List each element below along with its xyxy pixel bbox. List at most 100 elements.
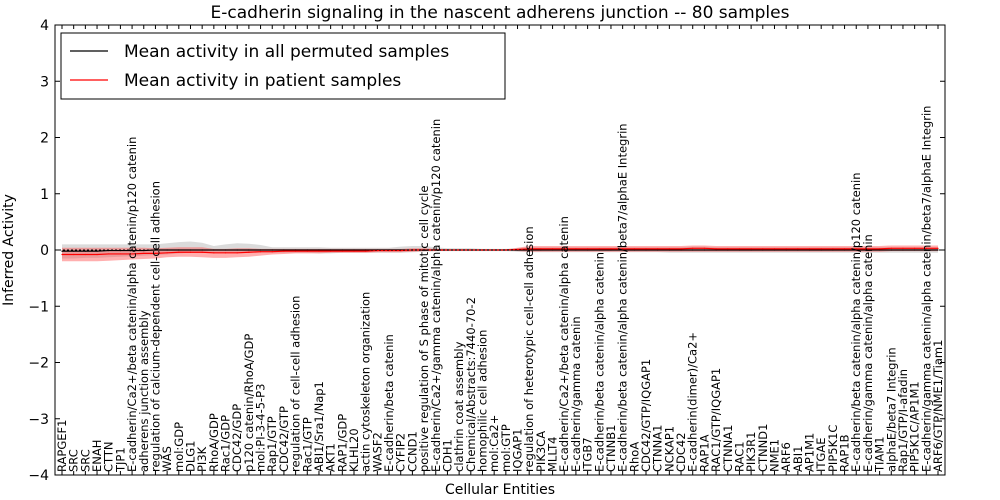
series-0-point	[668, 249, 670, 251]
series-1-point	[61, 253, 63, 256]
series-1-point	[797, 248, 799, 250]
series-1-point	[692, 247, 694, 249]
x-tick-label: regulation of cell-cell adhesion	[289, 296, 303, 472]
series-1-point	[365, 250, 367, 252]
x-tick-label: regulation of heterotypic cell-cell adhe…	[522, 226, 536, 472]
x-tick-label: E-cadherin/gamma catenin/alpha catenin/b…	[919, 106, 933, 472]
series-0-point	[808, 249, 811, 251]
x-tick-label: E-cadherin(dimer)/Ca2+	[686, 332, 700, 472]
series-0-point	[937, 249, 939, 251]
series-1-point	[715, 248, 717, 250]
series-1-point	[131, 253, 133, 255]
x-tick-label: Rap1/GTP/I-afadin	[896, 369, 910, 472]
x-tick-label: WASF2	[370, 432, 384, 472]
series-0-point	[61, 250, 63, 252]
series-1-point	[528, 248, 530, 250]
series-1-point	[668, 248, 670, 250]
series-0-point	[785, 249, 787, 251]
series-1-point	[633, 248, 635, 250]
chart-title: E-cadherin signaling in the nascent adhe…	[211, 3, 790, 23]
series-0-point	[657, 249, 659, 251]
x-tick-label: PIK3R1	[744, 432, 758, 473]
x-tick-label: E-cadherin/Ca2+/beta catenin/alpha caten…	[557, 216, 571, 472]
x-tick-label: RAC1	[732, 441, 746, 472]
x-tick-label: SRC	[78, 449, 92, 472]
series-1-point	[166, 252, 168, 254]
x-tick-label: alphaE/beta7 Integrin	[884, 347, 898, 472]
series-0-point	[797, 249, 799, 251]
series-1-point	[925, 247, 927, 249]
x-tick-label: E-cadherin/beta catenin/alpha catenin	[592, 252, 606, 472]
x-tick-label: homophilic cell adhesion	[475, 330, 489, 472]
x-tick-label: CDC42/GTP	[277, 406, 291, 472]
x-tick-label: Chemical/Abstracts:7440-70-2	[464, 297, 478, 472]
series-1-point	[96, 253, 98, 256]
series-0-point	[773, 249, 776, 251]
series-1-point	[855, 248, 857, 250]
x-tick-label: Rac1/GTP	[300, 417, 314, 472]
series-1-point	[575, 248, 577, 250]
series-1-point	[341, 250, 343, 252]
series-1-point	[820, 248, 822, 250]
x-tick-label: RAPGEF1	[55, 420, 69, 472]
series-1-point	[703, 247, 706, 249]
series-0-point	[341, 249, 343, 251]
x-tick-label: PIP5K1C/AP1M1	[908, 381, 922, 472]
x-tick-label: CDC42/GTP/IQGAP1	[639, 359, 653, 472]
x-tick-label: WAS	[160, 446, 174, 472]
x-tick-label: TJP1	[113, 447, 127, 473]
series-1-point	[213, 252, 215, 254]
x-tick-label: regulation of calcium-dependent cell-cel…	[148, 181, 162, 472]
x-tick-label: PIP5K1C	[826, 425, 840, 472]
series-1-point	[785, 248, 787, 250]
series-1-point	[750, 248, 752, 250]
series-1-point	[622, 248, 624, 250]
x-tick-label: Rap1/GTP	[265, 416, 279, 472]
y-tick-label: −1	[28, 299, 49, 315]
series-0-point	[353, 249, 355, 251]
x-tick-label: E-cadherin/Ca2+/gamma catenin/alpha cate…	[429, 119, 443, 472]
y-tick-label: −3	[28, 412, 49, 428]
series-1-point	[738, 248, 741, 250]
series-1-point	[902, 247, 904, 249]
x-tick-label: NCKAP1	[662, 426, 676, 472]
x-tick-label: RAP1/GDP	[335, 414, 349, 472]
x-tick-label: E-cadherin/Ca2+/beta catenin/alpha caten…	[125, 137, 139, 472]
x-tick-label: TIAM1	[873, 436, 887, 473]
series-1-point	[551, 248, 554, 250]
x-tick-label: clathrin coat assembly	[452, 341, 466, 472]
x-tick-label: CTNND1	[756, 424, 770, 472]
x-tick-label: PI3K	[195, 446, 209, 472]
x-tick-label: E-cadherin/gamma catenin/alpha catenin	[861, 234, 875, 472]
x-tick-label: CTNNA1	[651, 425, 665, 472]
x-tick-label: ITGAE	[814, 438, 828, 472]
x-tick-label: E-cadherin/beta catenin	[382, 334, 396, 472]
series-0-point	[330, 249, 332, 251]
y-tick-label: 0	[40, 243, 49, 259]
y-axis-label: Inferred Activity	[1, 194, 17, 306]
series-1-point	[773, 248, 776, 250]
x-tick-label: Rac1/GDP	[219, 415, 233, 472]
series-1-point	[119, 253, 121, 255]
series-0-point	[189, 249, 192, 251]
series-1-point	[353, 250, 355, 252]
x-tick-label: ITGB7	[581, 437, 595, 472]
x-tick-label: actin cytoskeleton organization	[359, 292, 373, 472]
series-1-point	[376, 249, 378, 252]
series-1-point	[832, 248, 834, 250]
x-tick-label: AKT1	[324, 443, 338, 472]
series-1-point	[808, 248, 811, 250]
x-tick-label: AP1M1	[803, 433, 817, 472]
series-1-point	[295, 250, 297, 252]
series-1-point	[505, 249, 507, 251]
series-0-point	[622, 249, 624, 251]
series-0-point	[633, 249, 635, 251]
x-tick-label: ARF6	[779, 442, 793, 472]
series-0-point	[645, 249, 647, 251]
y-tick-label: −4	[28, 468, 49, 484]
x-tick-label: CDH1	[440, 439, 454, 472]
series-0-point	[96, 250, 98, 252]
legend-label-permuted: Mean activity in all permuted samples	[124, 42, 449, 62]
